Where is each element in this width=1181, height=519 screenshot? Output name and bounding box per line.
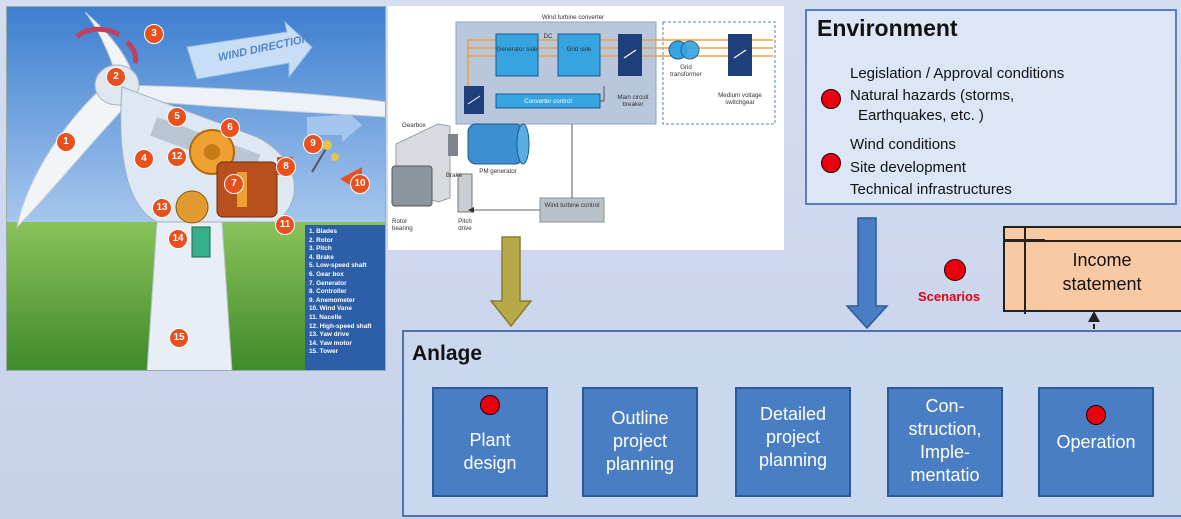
environment-marker-1 [821,89,841,109]
income-statement-box: Income statement [1003,226,1181,314]
legend-item: 7. Generator [309,279,347,287]
step-operation: Operation [1038,387,1154,497]
converter-drawing [391,21,776,223]
scenarios-marker [944,259,966,281]
generator-side-label: Generator side [496,46,538,53]
legend-item: 12. High-speed shaft [309,322,372,330]
legend-item: 1. Blades [309,228,338,235]
step-outline-project-planning: Outline project planning [582,387,698,497]
converter-title: Wind turbine converter [541,14,605,21]
callout-12: 12 [167,147,187,167]
turbine-illustration: WIND DIRECTION 1 2 3 4 5 6 7 8 [6,6,386,371]
callout-6: 6 [220,118,240,138]
environment-marker-2 [821,153,841,173]
environment-box: Environment Legislation / Approval condi… [805,9,1177,205]
callout-13: 13 [152,198,172,218]
env-item: Wind conditions [850,136,956,153]
legend-item: 11. Nacelle [309,313,342,321]
step-line: Detailed [759,404,827,424]
legend-item: 2. Rotor [309,236,334,244]
env-item: Earthquakes, etc. ) [858,107,984,124]
anlage-box: Anlage Plant design Outline project plan… [402,330,1181,517]
step-plant-design: Plant design [432,387,548,497]
callout-15: 15 [169,328,189,348]
legend-item: 9. Anemometer [309,296,355,304]
step-line: project [612,431,668,451]
dc-label: DC [543,33,553,40]
callout-1: 1 [56,132,76,152]
step-label: Plant design [434,429,546,475]
income-line-2: statement [1062,274,1142,294]
step-line: struction, [908,419,982,439]
step-marker [1086,405,1106,425]
step-line: Con- [925,396,965,416]
step-line: Plant [469,430,511,450]
step-label: Con- struction, Imple- mentatio [889,395,1001,487]
step-marker [480,395,500,415]
step-line: planning [605,454,675,474]
callout-8: 8 [276,157,296,177]
env-item: Natural hazards (storms, [850,87,1015,104]
rotor-bearing-label: Rotor bearing [392,218,413,232]
callout-2: 2 [106,67,126,87]
step-line: project [765,427,821,447]
grid-side-label: Grid side [566,46,592,53]
legend-item: 8. Controller [309,288,347,296]
env-item: Legislation / Approval conditions [850,65,1065,82]
gearbox-label: Gearbox [402,122,426,129]
converter-to-anlage-arrow [489,236,533,328]
income-line-1: Income [1072,250,1132,270]
environment-title: Environment [817,15,958,41]
environment-to-anlage-arrow [845,217,889,330]
main-breaker-label: Main circuit breaker [617,94,649,108]
wt-control-label: Wind turbine control [544,202,600,209]
step-line: Operation [1056,432,1136,452]
step-construction-implementation: Con- struction, Imple- mentatio [887,387,1003,497]
step-line: Imple- [919,442,970,462]
pm-generator-label: PM generator [479,168,517,175]
grid-transformer-label: Grid transformer [670,64,702,78]
env-item: Technical infrastructures [850,181,1012,198]
converter-schematic: Wind turbine converter Generator side DC… [388,6,784,250]
callout-9: 9 [303,134,323,154]
callout-7: 7 [224,174,244,194]
legend-item: 4. Brake [309,253,334,261]
anlage-title: Anlage [412,342,483,365]
legend-item: 6. Gear box [309,270,344,278]
scenarios-label: Scenarios [918,289,981,304]
legend-item: 10. Wind Vane [309,305,352,313]
step-label: Operation [1040,431,1152,454]
legend-item: 3. Pitch [309,245,332,253]
step-line: Outline [611,408,669,428]
callout-3: 3 [144,24,164,44]
legend-item: 15. Tower [309,348,339,356]
turbine-legend: 1. Blades 2. Rotor 3. Pitch 4. Brake 5. … [305,225,385,370]
env-item: Site development [850,159,966,176]
income-header-line [1005,240,1181,242]
step-line: design [463,453,517,473]
callout-10: 10 [350,174,370,194]
callout-5: 5 [167,107,187,127]
callout-4: 4 [134,149,154,169]
converter-control-label: Converter control [524,98,572,105]
callout-14: 14 [168,229,188,249]
legend-item: 14. Yaw motor [309,339,352,347]
pitch-drive-label: Pitch drive [458,218,472,232]
income-statement-label: Income statement [1043,248,1161,296]
mv-switchgear-label: Medium voltage switchgear [718,92,762,106]
brake-label: Brake [445,172,463,179]
step-detailed-project-planning: Detailed project planning [735,387,851,497]
step-label: Detailed project planning [737,403,849,472]
legend-item: 5. Low-speed shaft [309,262,367,270]
step-line: mentatio [910,465,980,485]
callout-11: 11 [275,215,295,235]
step-line: planning [758,450,828,470]
legend-item: 13. Yaw drive [309,331,350,339]
step-label: Outline project planning [584,407,696,476]
